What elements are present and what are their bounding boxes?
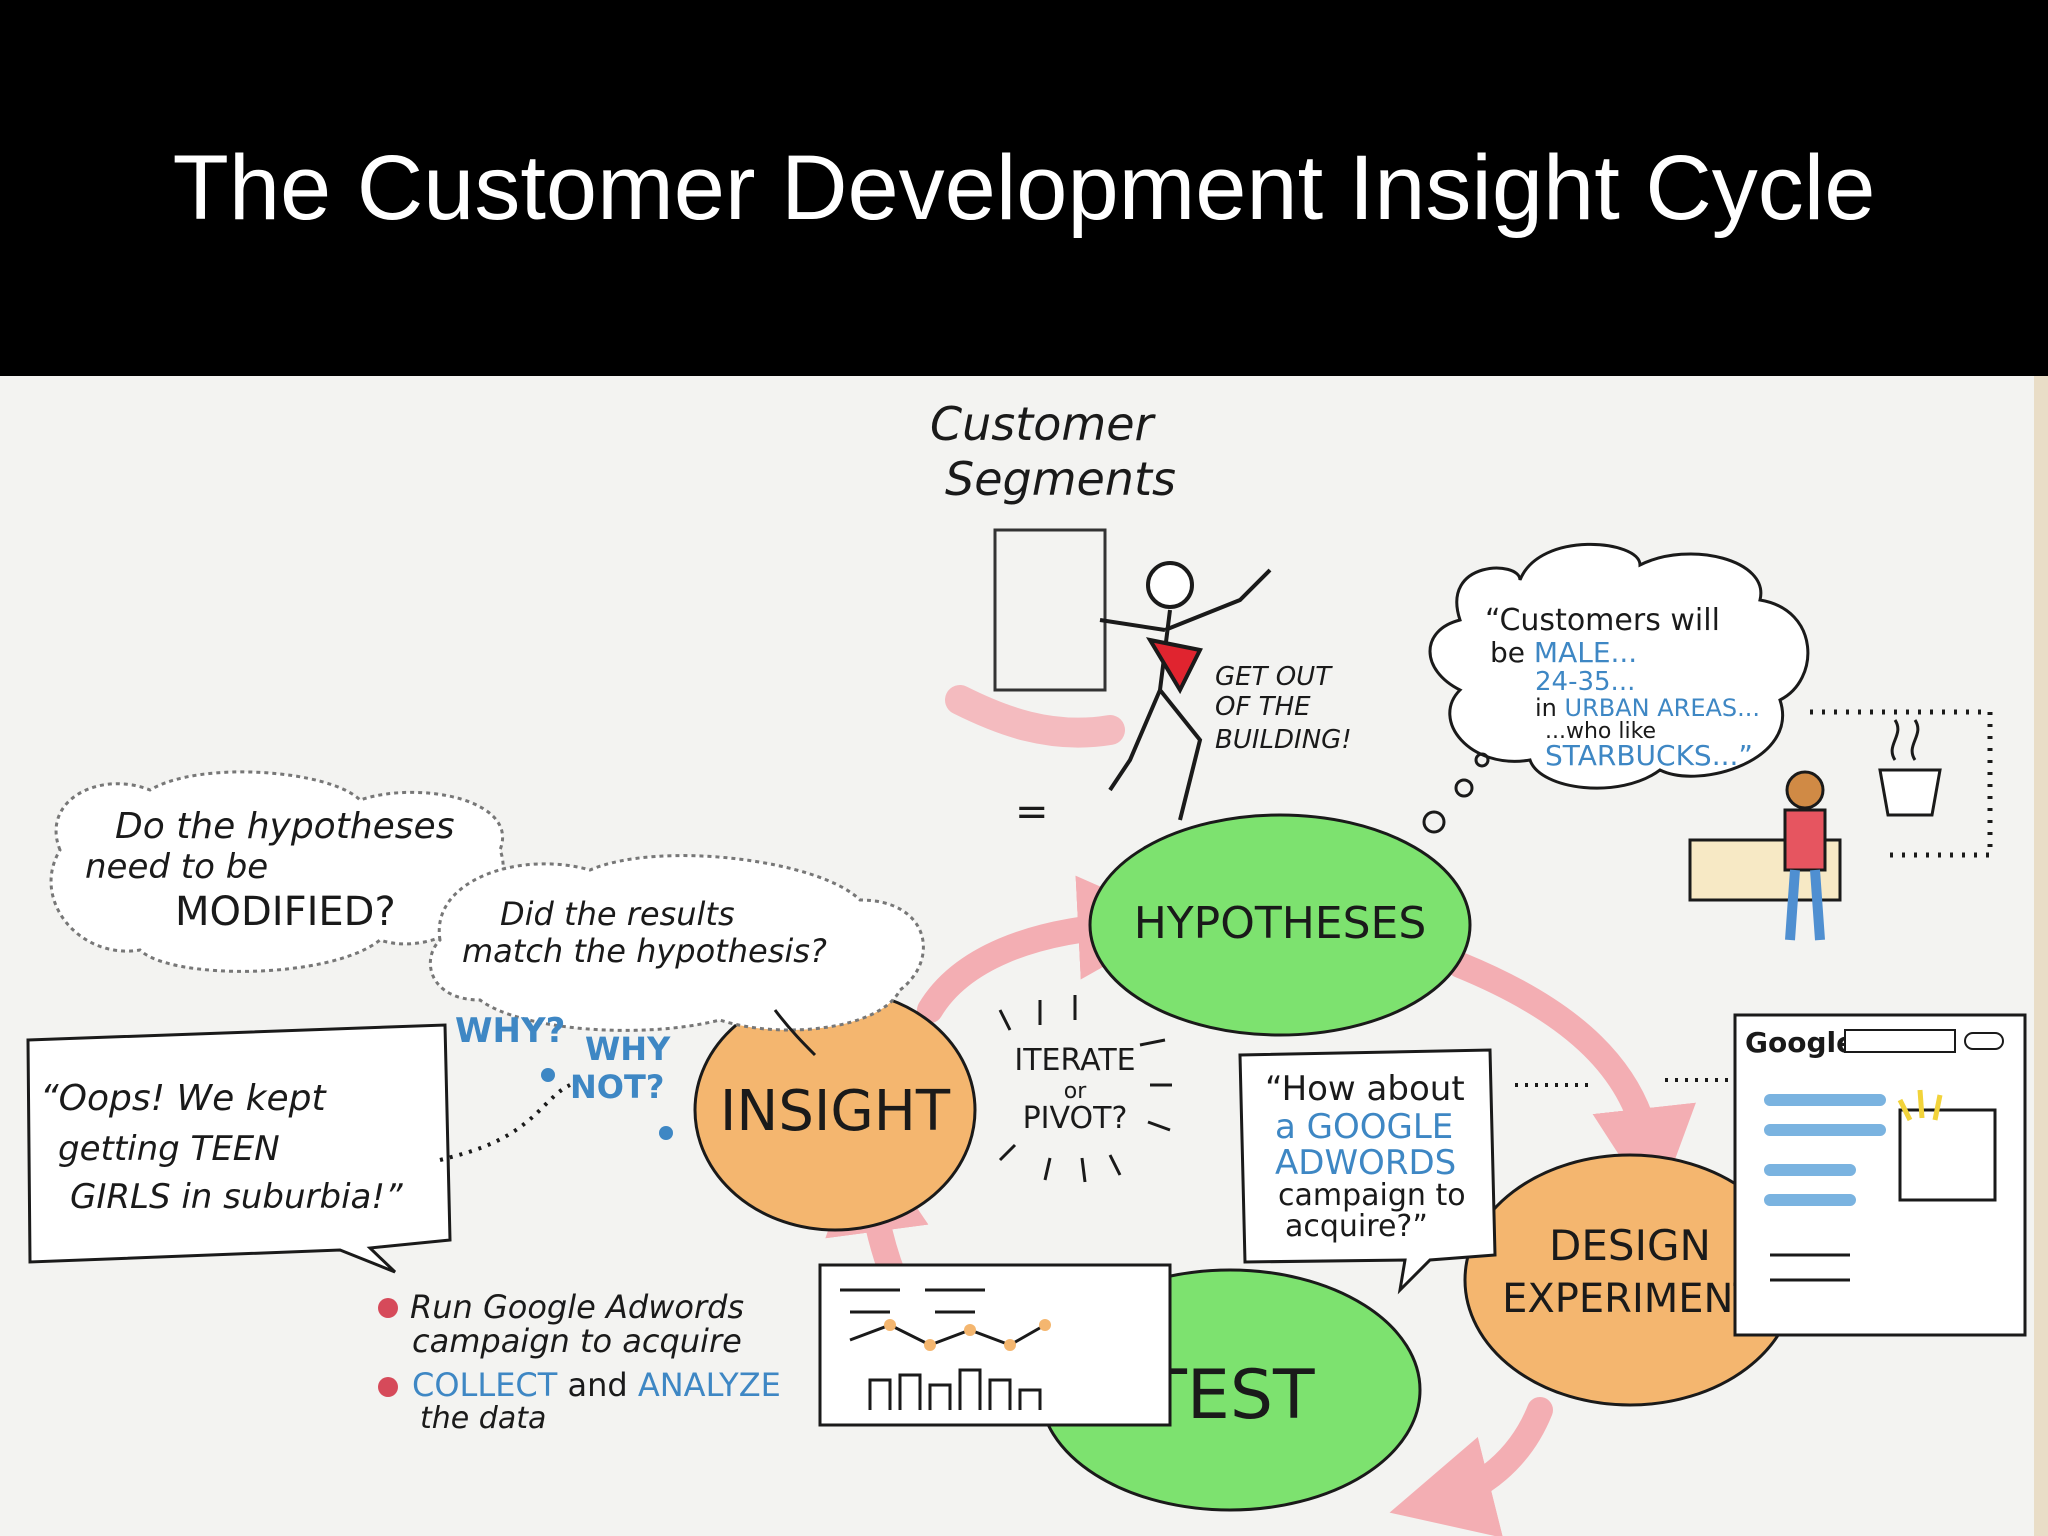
adwords-line2: a GOOGLE [1275,1107,1453,1147]
standing-customer-icon [1688,770,1842,941]
thought-line4-a: in [1535,694,1565,722]
segments-label-line2: Segments [945,452,1176,506]
side-strip [2034,376,2048,1536]
running-person-icon [1099,561,1272,821]
iterate-or-pivot: ITERATE or PIVOT? [998,995,1172,1183]
thought-line4: in URBAN AREAS... [1535,694,1760,722]
hypotheses-label: HYPOTHESES [1134,898,1427,949]
arrow-design-to-test [1389,1397,1553,1536]
modified-thought-bubble: Do the hypotheses need to be MODIFIED? [49,770,505,973]
why-dot-2 [659,1126,673,1140]
why-not-line2: NOT? [570,1068,664,1106]
thought-line6: STARBUCKS...” [1545,739,1753,772]
adwords-line3: ADWORDS [1275,1143,1456,1183]
bullet2-and: and [557,1366,638,1404]
motion-swoosh [945,685,1125,748]
thought-line2-a: be [1490,636,1534,669]
action-bullets: Run Google Adwords campaign to acquire C… [378,1288,781,1436]
adwords-line4: campaign to [1278,1178,1466,1213]
segments-label-line1: Customer [930,397,1157,451]
modified-line1: Do the hypotheses [115,806,454,847]
shout-line3: BUILDING! [1215,725,1352,755]
oops-line2: getting TEEN [58,1129,280,1169]
modified-line2: need to be [85,847,268,887]
bullet2-analyze: ANALYZE [638,1366,781,1404]
bullet2-collect: COLLECT [412,1366,558,1404]
dotted-link-coffee [1810,709,1993,858]
building-icon [993,528,1107,692]
google-logo: Google [1745,1026,1855,1059]
coffee-cup-icon [1878,719,1942,817]
thought-line2: be MALE... [1490,636,1637,669]
insight-label: INSIGHT [720,1079,951,1144]
why-dot-1 [541,1068,555,1082]
match-line1: Did the results [500,895,735,933]
hypotheses-node: HYPOTHESES [1088,813,1472,1037]
adwords-line1: “How about [1265,1069,1465,1109]
equals-sign: = [1015,789,1049,835]
oops-line3: GIRLS in suburbia!” [70,1177,403,1217]
bullet2-line1: COLLECT and ANALYZE [412,1366,781,1404]
google-page-mockup: Google [1733,1013,2027,1337]
thought-line2-b: MALE... [1534,636,1637,669]
match-thought-bubble: Did the results match the hypothesis? [429,854,925,1057]
insight-node: INSIGHT [693,988,977,1232]
bullet1-line2: campaign to acquire [412,1322,742,1360]
oops-speech-box: “Oops! We kept getting TEEN GIRLS in sub… [26,1023,571,1274]
match-line2: match the hypothesis? [462,932,827,970]
iterate-line1: ITERATE [1014,1043,1135,1078]
bullet-dot-2 [378,1377,398,1397]
design-label-line1: DESIGN [1549,1221,1711,1270]
design-label-line2: EXPERIMENT [1502,1276,1758,1322]
modified-line3: MODIFIED? [175,889,396,935]
why-not-line1: WHY [585,1030,671,1068]
analytics-sketch [818,1263,1172,1427]
test-label: TEST [1144,1356,1315,1435]
thought-line1: “Customers will [1485,603,1720,638]
slide-title: The Customer Development Insight Cycle [172,137,1876,239]
shout-line1: GET OUT [1215,662,1333,692]
customers-thought-cloud: “Customers will be MALE... 24-35... in U… [1422,542,1810,834]
customer-segments-group: Customer Segments GET OUT OF THE BUILDIN… [930,397,1352,835]
why-label: WHY? [455,1011,565,1051]
title-bar: The Customer Development Insight Cycle [0,0,2048,376]
why-labels: WHY? WHY NOT? [455,1011,673,1140]
iterate-line2: or [1064,1079,1087,1104]
thought-line5: ...who like [1545,719,1656,744]
thought-line3: 24-35... [1535,667,1635,697]
bullet-dot-1 [378,1298,398,1318]
shout-line2: OF THE [1215,692,1311,722]
thought-line4-b: URBAN AREAS... [1565,694,1761,722]
bullet1-line1: Run Google Adwords [410,1288,744,1326]
oops-line1: “Oops! We kept [40,1078,328,1119]
adwords-line5: acquire?” [1285,1209,1428,1244]
arrow-hypotheses-to-design [1447,952,1696,1212]
bullet2-line2: the data [420,1401,546,1436]
iterate-line3: PIVOT? [1023,1101,1128,1136]
adwords-quote-box: “How about a GOOGLE ADWORDS campaign to … [1238,1048,1750,1295]
